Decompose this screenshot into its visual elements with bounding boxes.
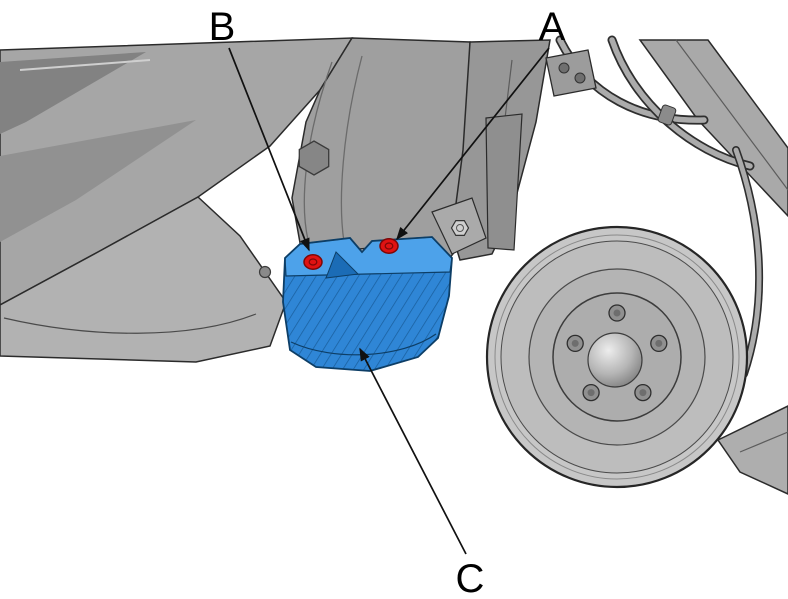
brake-pipe xyxy=(733,147,762,377)
car-body xyxy=(0,37,354,363)
wheel-stud-tip xyxy=(613,309,621,317)
callout-c-line xyxy=(359,347,467,555)
lower-arm-body xyxy=(716,405,788,495)
bracket-hole xyxy=(558,62,570,74)
callout-a-label: A xyxy=(539,5,566,49)
wheel-stud-tip xyxy=(571,339,579,347)
subframe xyxy=(638,39,788,218)
hub-center-bore xyxy=(587,332,643,388)
hose-clip xyxy=(657,104,677,126)
splash-guard xyxy=(282,236,453,372)
splash-guard-outline xyxy=(282,236,453,372)
hose-bracket xyxy=(545,49,597,97)
splash-guard-fold xyxy=(325,251,360,279)
lower-arm xyxy=(716,405,788,495)
suspension xyxy=(431,39,551,261)
hex-bolt xyxy=(450,220,470,236)
shock-absorber xyxy=(485,113,523,251)
bumper-fastener-dimple xyxy=(258,265,272,279)
bumper-edge-line xyxy=(3,313,257,334)
panel-crease-lower xyxy=(0,120,196,242)
brake-lines xyxy=(545,35,764,378)
callout-c-label: C xyxy=(456,557,485,599)
bolt-a-socket xyxy=(384,242,394,250)
lower-arm-line xyxy=(739,431,788,453)
hex-bolt-center xyxy=(456,224,464,232)
wheel-studs xyxy=(566,304,668,402)
mounting-bolts xyxy=(303,238,399,270)
brake-rotor xyxy=(485,225,749,489)
wheel-stud-tip xyxy=(587,389,595,397)
bolt-b-socket xyxy=(308,258,318,266)
wheel-stud-tip xyxy=(655,339,663,347)
panel-highlight xyxy=(19,59,151,71)
callout-b-line xyxy=(228,47,310,252)
wheelhouse-rib xyxy=(340,55,363,243)
bolt-a xyxy=(379,238,399,254)
bolt-b xyxy=(303,254,323,270)
bracket-hole xyxy=(574,72,586,84)
callouts: B A C xyxy=(209,5,566,599)
callout-b-label: B xyxy=(209,5,236,49)
wheel-stud-tip xyxy=(639,389,647,397)
rotor-ring xyxy=(494,234,740,480)
subframe-member xyxy=(638,39,788,218)
callout-a-line xyxy=(396,47,550,241)
wheelhouse-hex-hole xyxy=(298,140,330,176)
panel-crease-upper xyxy=(0,52,146,134)
subframe-edge-line xyxy=(675,39,788,191)
